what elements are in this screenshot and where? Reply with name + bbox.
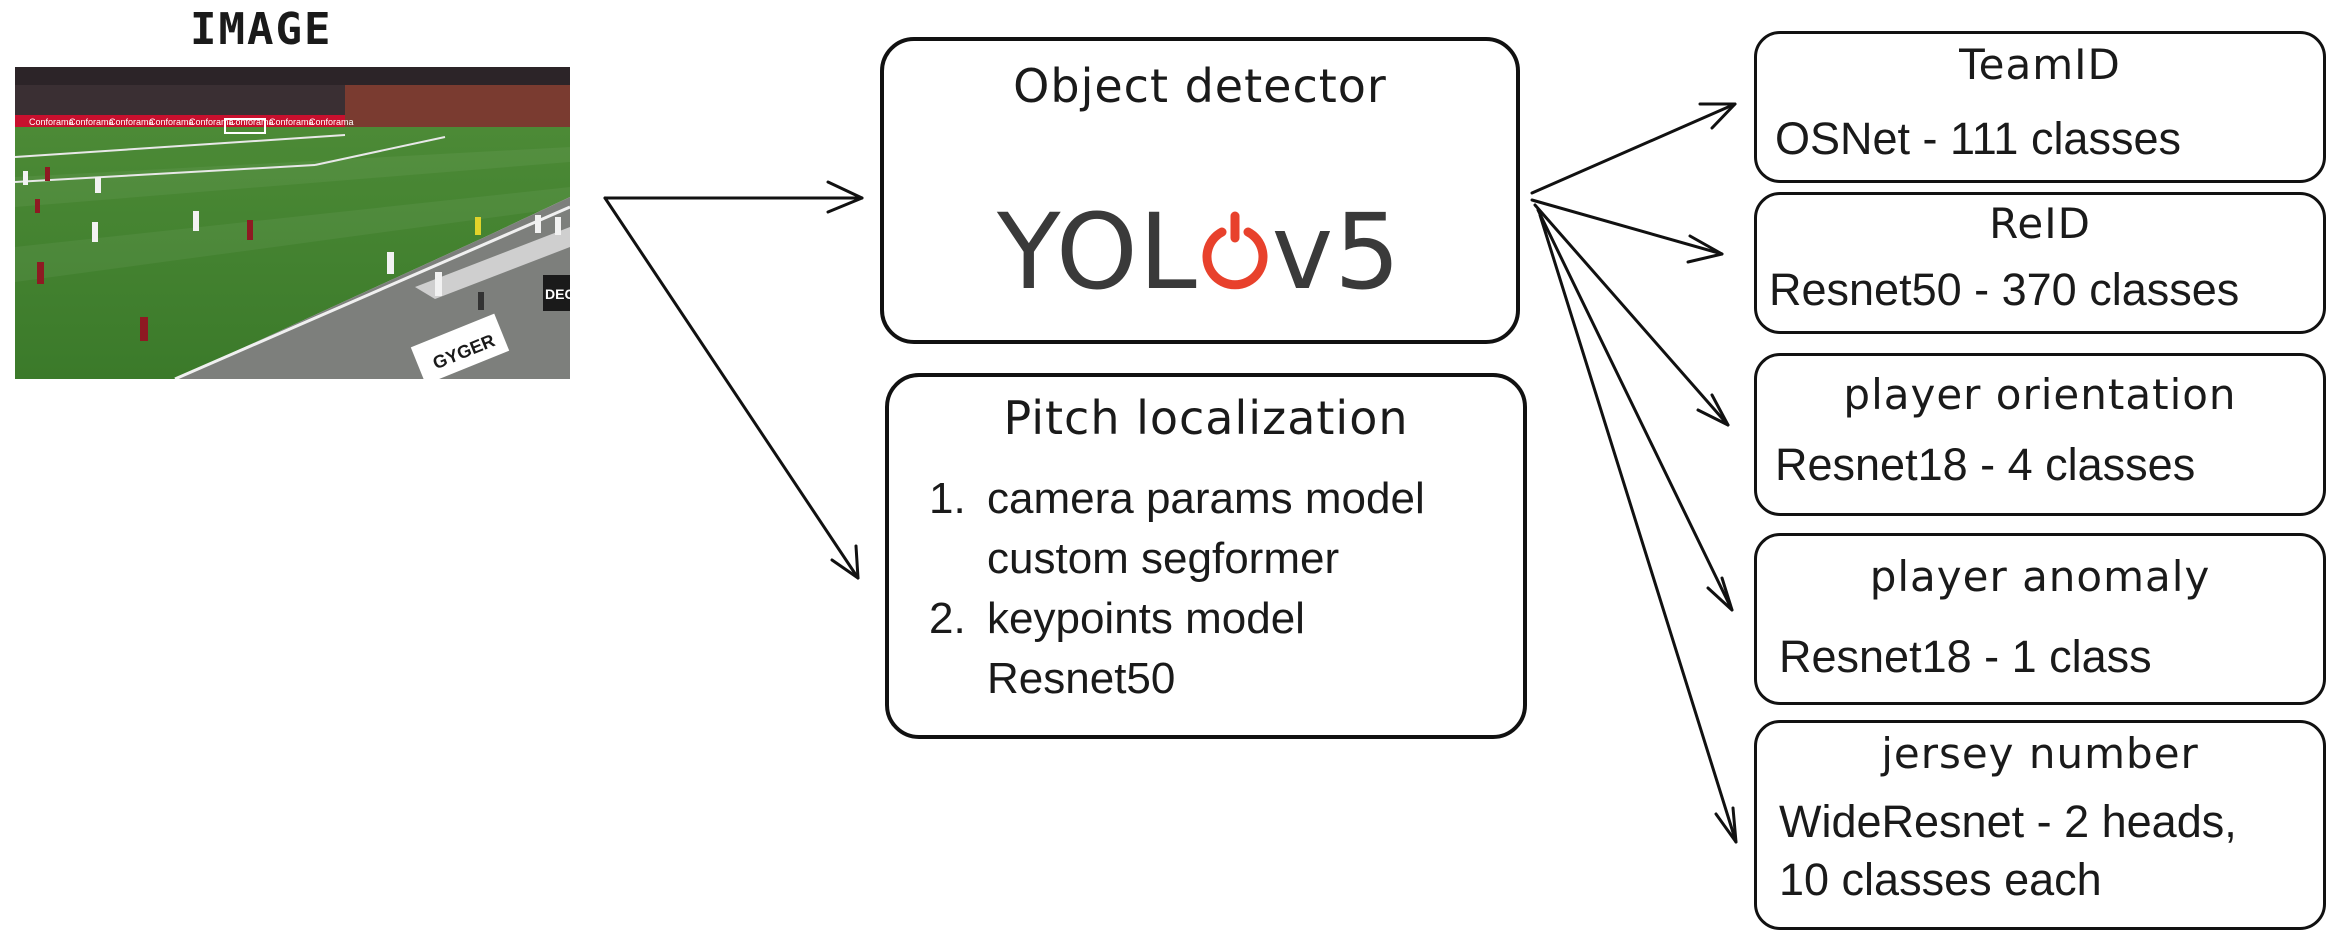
- anomaly-title: player anomaly: [1869, 552, 2211, 601]
- list-number: 2.: [929, 594, 966, 643]
- list-item: 2. keypoints model Resnet50: [929, 589, 1425, 709]
- svg-text:Conforama: Conforama: [149, 117, 194, 127]
- svg-text:Conforama: Conforama: [109, 117, 154, 127]
- yolo-logo-prefix: YOL: [997, 191, 1198, 313]
- arrow-detector-to-teamid: [1530, 102, 1737, 195]
- jersey-title: jersey number: [1881, 729, 2199, 778]
- arrow-image-to-pitch: [603, 196, 860, 580]
- teamid-title: TeamID: [1959, 40, 2121, 89]
- yolo-logo: YOL v5: [997, 191, 1401, 313]
- svg-text:Conforama: Conforama: [229, 117, 274, 127]
- pitch-photo: Conforama Conforama Conforama Conforama …: [15, 67, 570, 379]
- orientation-model: Resnet18 - 4 classes: [1775, 439, 2196, 490]
- list-line: camera params model: [987, 474, 1425, 523]
- jersey-model-detail: 10 classes each: [1779, 854, 2102, 905]
- detector-title: Object detector: [1013, 59, 1387, 113]
- arrow-detector-to-reid: [1530, 198, 1724, 256]
- teamid-model: OSNet - 111 classes: [1775, 113, 2181, 164]
- svg-text:DEC: DEC: [545, 286, 570, 302]
- yolo-logo-suffix: v5: [1271, 191, 1402, 313]
- photo-banner: Conforama Conforama Conforama Conforama …: [29, 117, 354, 127]
- reid-box: ReID Resnet50 - 370 classes: [1754, 192, 2326, 334]
- pitch-title: Pitch localization: [1003, 391, 1409, 445]
- pitch-localization-box: Pitch localization 1. camera params mode…: [885, 373, 1527, 739]
- svg-text:Conforama: Conforama: [69, 117, 114, 127]
- svg-text:Conforama: Conforama: [29, 117, 74, 127]
- svg-text:Conforama: Conforama: [189, 117, 234, 127]
- arrow-detector-to-orient: [1533, 203, 1730, 427]
- reid-title: ReID: [1989, 199, 2091, 248]
- arrow-detector-to-anomaly: [1536, 208, 1734, 612]
- reid-model: Resnet50 - 370 classes: [1769, 264, 2240, 315]
- object-detector-box: Object detector YOL v5: [880, 37, 1520, 344]
- player-orientation-box: player orientation Resnet18 - 4 classes: [1754, 353, 2326, 516]
- svg-text:Conforama: Conforama: [309, 117, 354, 127]
- anomaly-model: Resnet18 - 1 class: [1779, 631, 2152, 682]
- photo-board: DEC: [543, 275, 570, 311]
- jersey-model: WideResnet - 2 heads,: [1779, 796, 2237, 847]
- orientation-title: player orientation: [1843, 370, 2237, 419]
- player-anomaly-box: player anomaly Resnet18 - 1 class: [1754, 533, 2326, 705]
- jersey-number-box: jersey number WideResnet - 2 heads, 10 c…: [1754, 720, 2326, 930]
- pitch-model-list: 1. camera params model custom segformer …: [929, 469, 1425, 709]
- arrow-detector-to-jersey: [1538, 213, 1738, 844]
- list-number: 1.: [929, 474, 966, 523]
- svg-text:Conforama: Conforama: [269, 117, 314, 127]
- list-line: Resnet50: [987, 654, 1176, 703]
- image-title: IMAGE: [190, 4, 333, 55]
- list-item: 1. camera params model custom segformer: [929, 469, 1425, 589]
- power-o-icon: [1202, 211, 1268, 290]
- list-line: keypoints model: [987, 594, 1305, 643]
- list-line: custom segformer: [987, 534, 1340, 583]
- teamid-box: TeamID OSNet - 111 classes: [1754, 31, 2326, 183]
